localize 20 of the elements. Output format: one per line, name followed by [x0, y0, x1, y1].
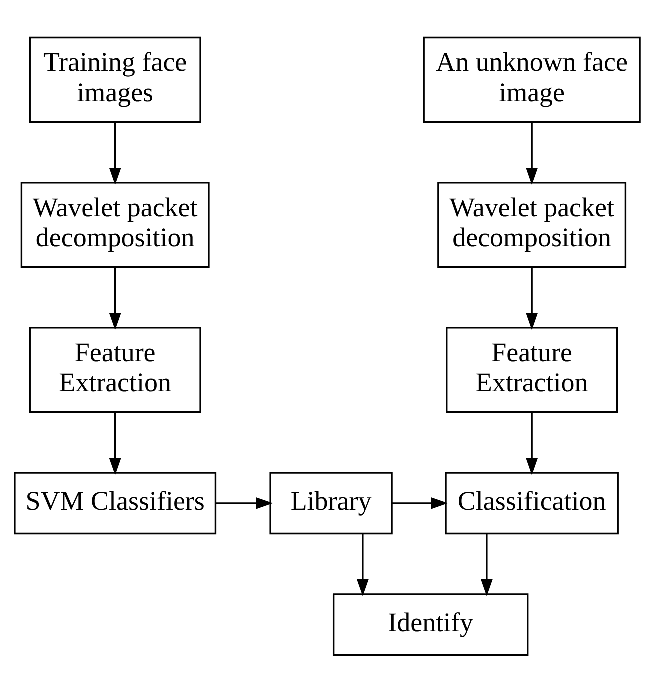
node-box: Feature Extraction — [29, 326, 202, 413]
arrow — [526, 122, 538, 185]
node-box: Wavelet packet decomposition — [20, 182, 210, 268]
arrow — [357, 534, 369, 596]
node-box: Identify — [332, 593, 529, 656]
arrow — [526, 267, 538, 330]
node-box: An unknown face image — [423, 36, 641, 122]
node-box: Feature Extraction — [446, 326, 618, 413]
node-box: Wavelet packet decomposition — [438, 182, 627, 268]
arrow — [109, 122, 122, 185]
node-box: Library — [270, 472, 393, 534]
arrow — [109, 267, 122, 330]
arrow — [392, 497, 448, 509]
arrow — [109, 412, 122, 475]
arrow — [481, 534, 493, 596]
arrow — [216, 497, 274, 509]
node-box: Training face images — [29, 36, 202, 122]
arrow — [526, 412, 538, 475]
node-box: Classification — [445, 472, 619, 534]
node-box: SVM Classifiers — [14, 472, 217, 534]
